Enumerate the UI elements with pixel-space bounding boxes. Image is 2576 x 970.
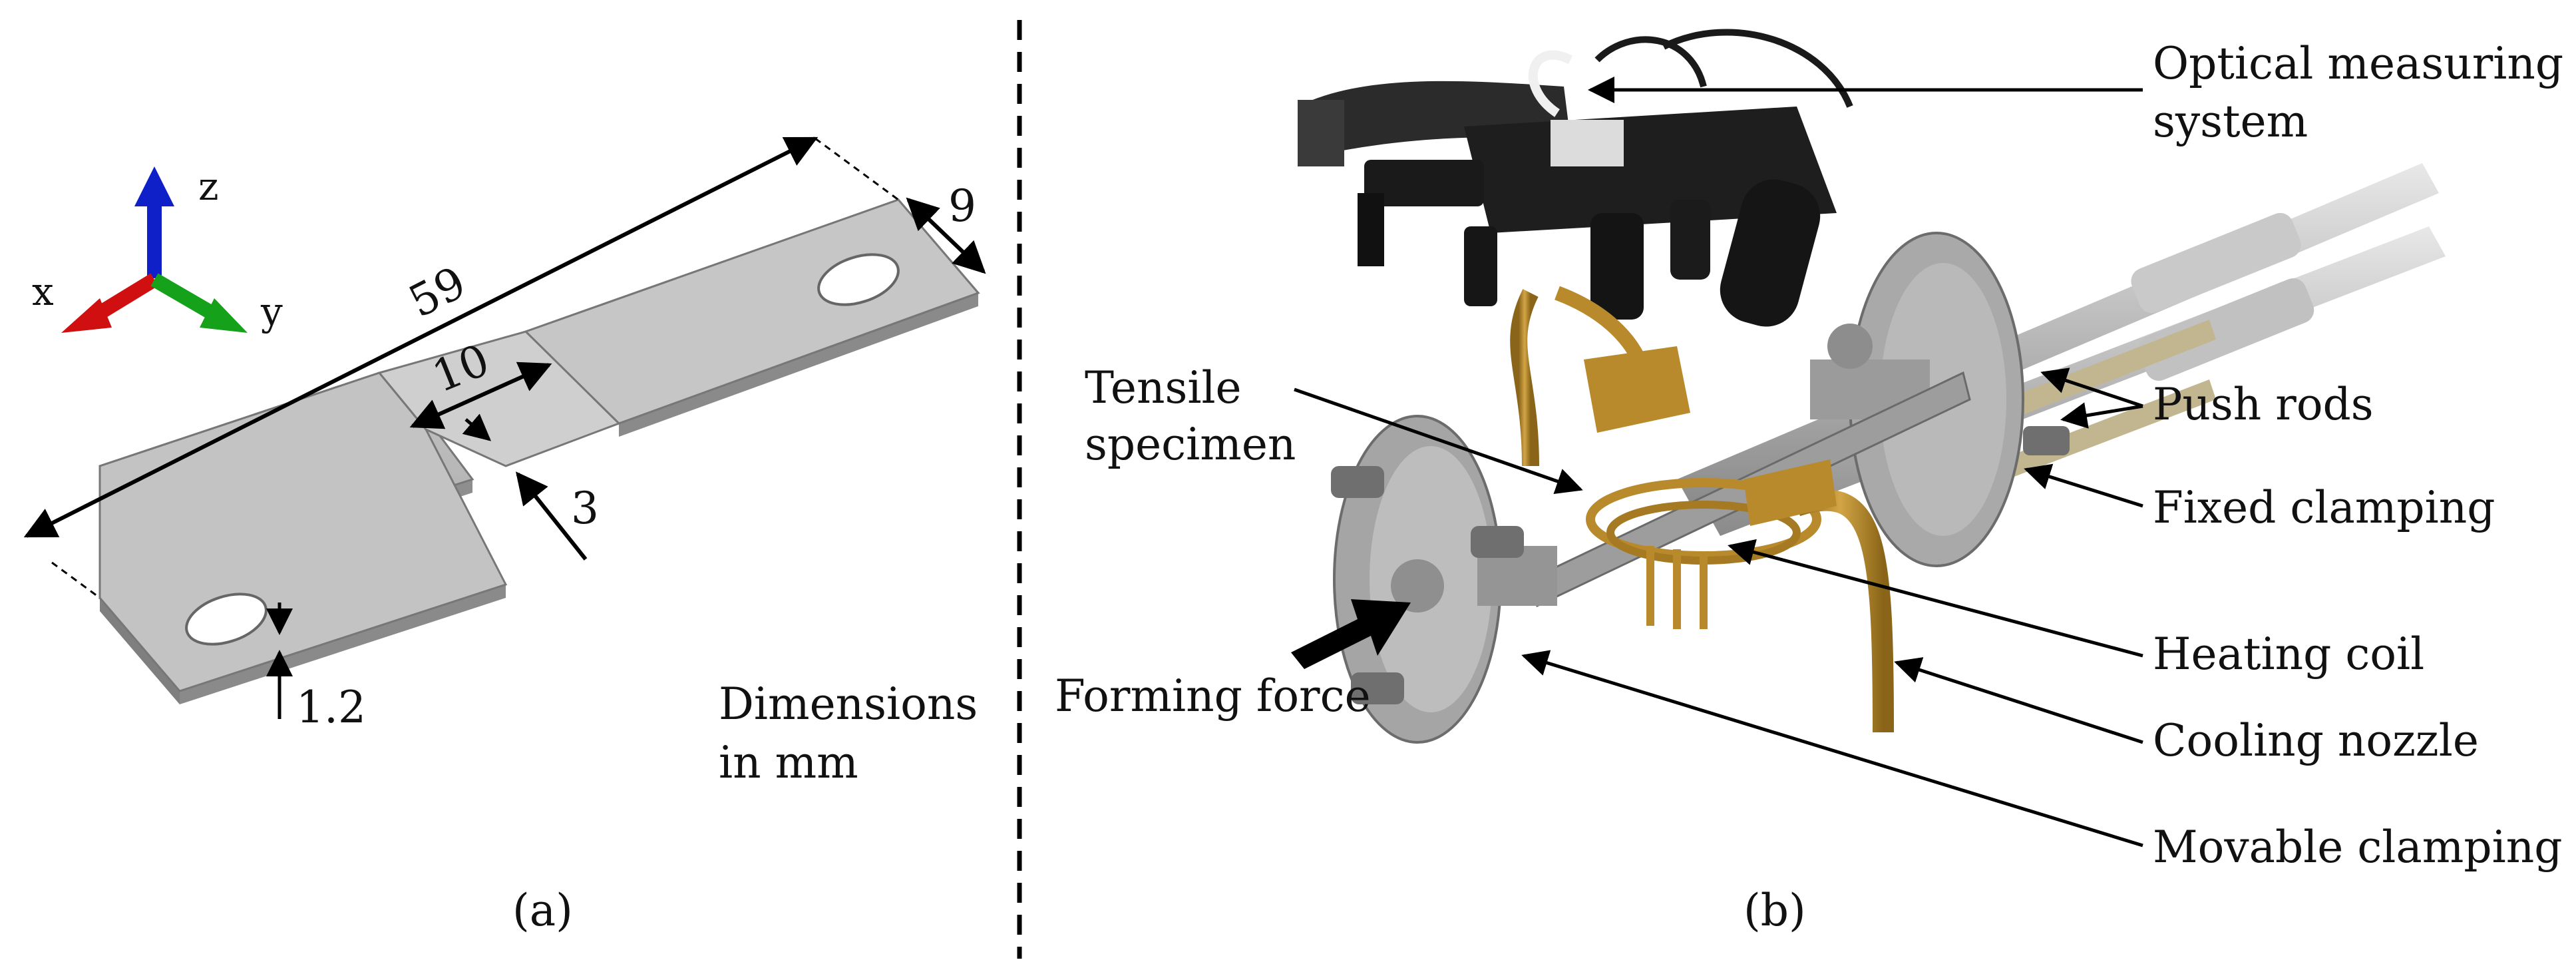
- z-axis-label: z: [198, 164, 219, 209]
- black-cable-2: [1594, 36, 1707, 88]
- movable-screw-3: [1351, 672, 1404, 704]
- connector-block: [1551, 120, 1624, 166]
- side-camera-lens: [1670, 200, 1710, 280]
- units-note-line1: Dimensions: [719, 678, 978, 730]
- rod-sleeve-upper: [2131, 212, 2301, 314]
- leader-cooling-nozzle: [1894, 657, 2143, 744]
- label-optical-line1: Optical measuring: [2153, 38, 2563, 89]
- leader-push-rod-1: [2040, 367, 2143, 408]
- gauge-width-arrow-bottom: [516, 471, 588, 561]
- rod-olive-lower: [1983, 379, 2216, 486]
- label-optical-line2: system: [2153, 96, 2308, 147]
- label-forming-force: Forming force: [1055, 670, 1371, 722]
- leader-heating-coil: [1728, 539, 2143, 658]
- length-extension-left: [51, 561, 100, 599]
- label-tensile-line2: specimen: [1085, 419, 1296, 470]
- movable-screw-2: [1471, 526, 1524, 558]
- rod-sleeve-lower: [2137, 278, 2314, 381]
- plate-side-front: [180, 585, 506, 704]
- x-axis-arrow: [96, 273, 158, 320]
- width-dimension-line: [906, 197, 986, 274]
- leader-push-rod-2: [2060, 402, 2143, 429]
- fixed-clamp-bolt: [1827, 324, 1873, 369]
- gauge-length-line: [409, 362, 552, 429]
- leader-tensile: [1294, 387, 1583, 495]
- thickness-value: 1.2: [296, 682, 366, 733]
- upper-cooling-tube: [1510, 289, 1539, 467]
- length-dimension-line: [23, 136, 819, 538]
- label-push-rods: Push rods: [2153, 379, 2374, 430]
- right-hole: [817, 253, 900, 306]
- coordinate-axes: z x y: [32, 164, 283, 334]
- handle-arm: [1364, 160, 1484, 206]
- label-fixed-clamping: Fixed clamping: [2153, 482, 2495, 533]
- center-camera-lens: [1590, 213, 1644, 320]
- fixed-flange-screw: [2023, 426, 2070, 455]
- caption-a: (a): [512, 885, 573, 936]
- length-extension-right: [815, 137, 899, 201]
- rod-olive-upper: [1970, 320, 2216, 433]
- cable-bundle: [1298, 81, 1570, 160]
- label-cooling-nozzle: Cooling nozzle: [2153, 715, 2479, 766]
- forming-force-arrow: [1291, 599, 1411, 669]
- white-cable: [1528, 50, 1573, 117]
- specimen-plate: [98, 198, 980, 704]
- plate-side-left: [100, 598, 180, 704]
- label-movable-clamping: Movable clamping: [2153, 822, 2562, 873]
- cooling-block: [1584, 346, 1690, 433]
- gauge-width-arrow-top: [462, 413, 492, 441]
- movable-clamping: [1331, 415, 1557, 744]
- x-axis-label: x: [32, 269, 54, 314]
- caption-b: (b): [1744, 885, 1806, 936]
- z-axis-head: [134, 166, 174, 206]
- units-note-line2: in mm: [719, 737, 858, 788]
- nozzle-manifold: [1744, 459, 1837, 526]
- black-cable-1: [1662, 29, 1853, 108]
- left-hole: [185, 593, 268, 646]
- y-axis-label: y: [260, 289, 283, 334]
- cable-end: [1298, 100, 1344, 166]
- heating-coil: [1586, 478, 1821, 629]
- label-heating-coil: Heating coil: [2153, 628, 2424, 680]
- illumination-lamp: [1720, 179, 1821, 327]
- panel-a: z x y 59 9: [23, 136, 986, 936]
- label-tensile-line1: Tensile: [1085, 362, 1242, 413]
- left-knob: [1358, 193, 1384, 266]
- movable-screw-1: [1331, 466, 1384, 498]
- plate-right-grip: [524, 198, 980, 425]
- y-axis-arrow: [150, 273, 216, 320]
- optical-measuring-system: [1298, 29, 1853, 327]
- gauge-width-value: 3: [571, 483, 599, 534]
- panel-b: Optical measuring system Tensile specime…: [1055, 29, 2563, 936]
- leader-lines: [1294, 77, 2143, 848]
- left-post: [1464, 226, 1497, 306]
- leader-movable-clamping: [1521, 650, 2143, 848]
- movable-flange-hub: [1391, 559, 1444, 612]
- leader-fixed-clamping: [2024, 463, 2143, 508]
- width-dimension-value: 9: [948, 180, 976, 232]
